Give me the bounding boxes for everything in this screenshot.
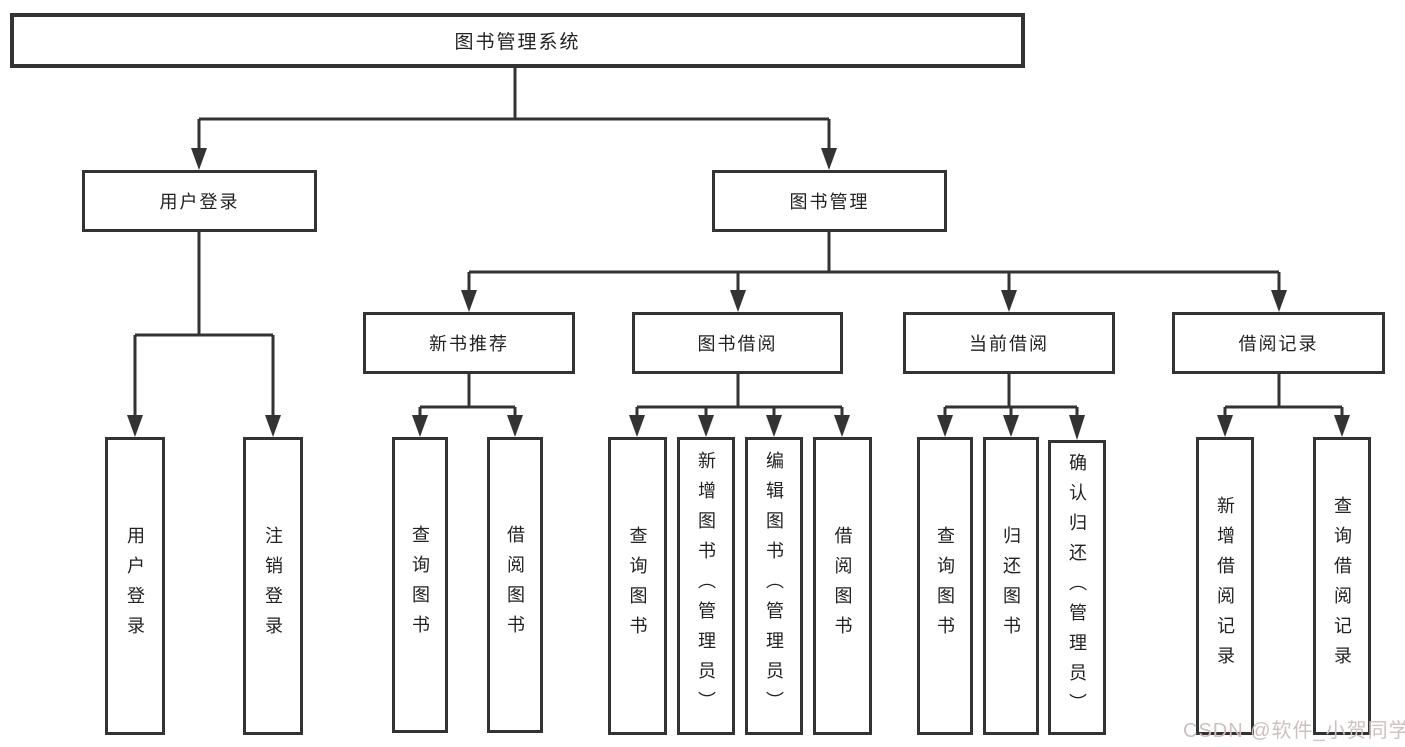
node-current-borrowing: 当前借阅 xyxy=(903,312,1115,374)
node-query-borrow-record: 查询借阅记录 xyxy=(1313,437,1371,735)
node-book-management: 图书管理 xyxy=(712,170,947,232)
node-user-login: 用户登录 xyxy=(82,170,317,232)
node-library-management-system: 图书管理系统 xyxy=(10,13,1025,68)
node-borrow-books-recommend: 借阅图书 xyxy=(487,437,543,733)
node-borrowing-records: 借阅记录 xyxy=(1172,312,1385,374)
node-edit-books-admin: 编辑图书（管理员） xyxy=(745,437,803,735)
node-user-login-action: 用户登录 xyxy=(105,437,165,735)
node-logout-action: 注销登录 xyxy=(243,437,303,735)
node-new-book-recommendation: 新书推荐 xyxy=(363,312,575,374)
node-query-books-current: 查询图书 xyxy=(917,437,973,735)
node-borrow-books-borrowing: 借阅图书 xyxy=(813,437,872,735)
node-query-books-borrowing: 查询图书 xyxy=(608,437,667,735)
node-query-books-recommend: 查询图书 xyxy=(392,437,448,733)
node-return-books: 归还图书 xyxy=(983,437,1039,735)
node-add-books-admin: 新增图书（管理员） xyxy=(677,437,735,735)
node-book-borrowing: 图书借阅 xyxy=(632,312,843,374)
node-confirm-return-admin: 确认归还（管理员） xyxy=(1048,440,1106,735)
node-add-borrow-record: 新增借阅记录 xyxy=(1196,437,1254,735)
csdn-watermark: CSDN @软件_小贺同学 xyxy=(1183,720,1405,742)
